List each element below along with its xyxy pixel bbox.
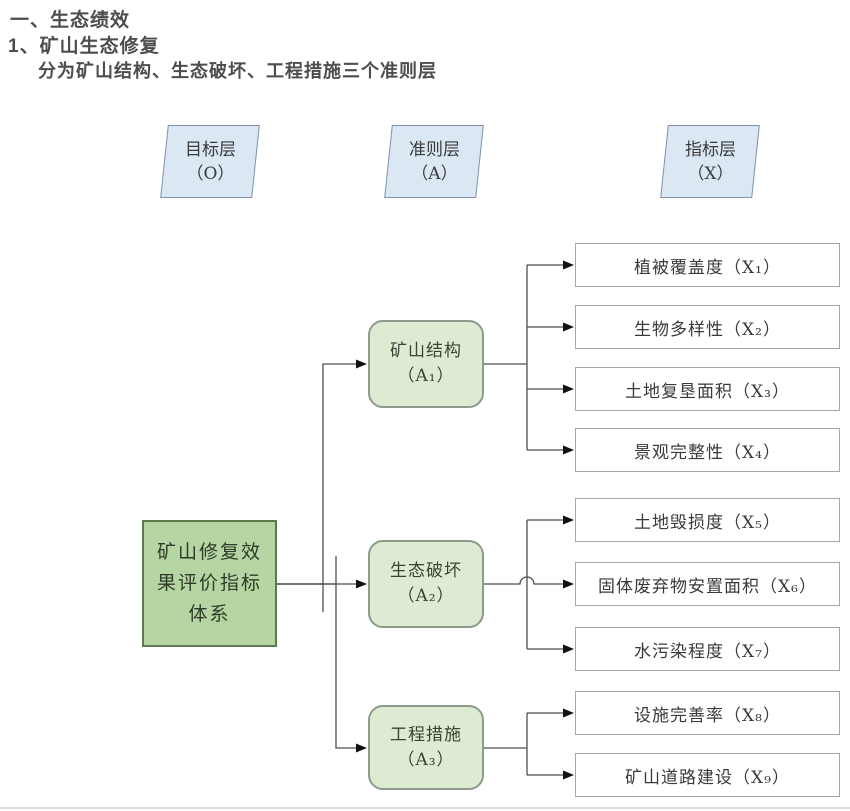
layer-goal-code: （O） xyxy=(186,163,234,184)
layer-criteria-code: （A） xyxy=(410,163,458,184)
indicator-node-x4: 景观完整性（X₄） xyxy=(575,428,840,472)
criteria-a1-code: （A₁） xyxy=(397,366,455,386)
criteria-a2-code: （A₂） xyxy=(397,586,455,606)
indicator-node-x8: 设施完善率（X₈） xyxy=(575,691,840,735)
indicator-node-x7: 水污染程度（X₇） xyxy=(575,627,840,671)
layer-criteria-label: 准则层 xyxy=(408,139,460,160)
criteria-node-a2: 生态破坏 （A₂） xyxy=(368,540,484,628)
indicator-node-x6: 固体废弃物安置面积（X₆） xyxy=(575,562,840,606)
criteria-a3-label: 工程措施 xyxy=(390,724,462,745)
criteria-a2-label: 生态破坏 xyxy=(390,561,462,581)
heading-ecology-performance: 一、生态绩效 xyxy=(10,10,131,31)
layer-indicator-code: （X） xyxy=(686,163,734,184)
page-bottom-rule xyxy=(0,807,850,809)
layer-goal-parallelogram: 目标层 （O） xyxy=(160,125,260,198)
criteria-node-a3: 工程措施 （A₃） xyxy=(368,705,484,790)
indicator-node-x5: 土地毁损度（X₅） xyxy=(575,498,840,542)
layer-indicator-label: 指标层 xyxy=(684,139,736,160)
heading-criteria-description: 分为矿山结构、生态破坏、工程措施三个准则层 xyxy=(38,61,437,81)
goal-node: 矿山修复效果评价指标体系 xyxy=(142,520,277,647)
indicator-node-x9: 矿山道路建设（X₉） xyxy=(575,753,840,797)
heading-mine-restoration: 1、矿山生态修复 xyxy=(8,36,160,57)
layer-goal-label: 目标层 xyxy=(184,139,236,160)
goal-node-label: 矿山修复效果评价指标体系 xyxy=(156,541,262,625)
criteria-node-a1: 矿山结构 （A₁） xyxy=(368,320,484,408)
indicator-node-x2: 生物多样性（X₂） xyxy=(575,305,840,349)
criteria-a1-label: 矿山结构 xyxy=(390,341,462,361)
criteria-a3-code: （A₃） xyxy=(397,749,455,770)
indicator-node-x1: 植被覆盖度（X₁） xyxy=(575,243,840,287)
layer-indicator-parallelogram: 指标层 （X） xyxy=(660,125,760,198)
indicator-node-x3: 土地复垦面积（X₃） xyxy=(575,367,840,411)
layer-criteria-parallelogram: 准则层 （A） xyxy=(384,125,484,198)
